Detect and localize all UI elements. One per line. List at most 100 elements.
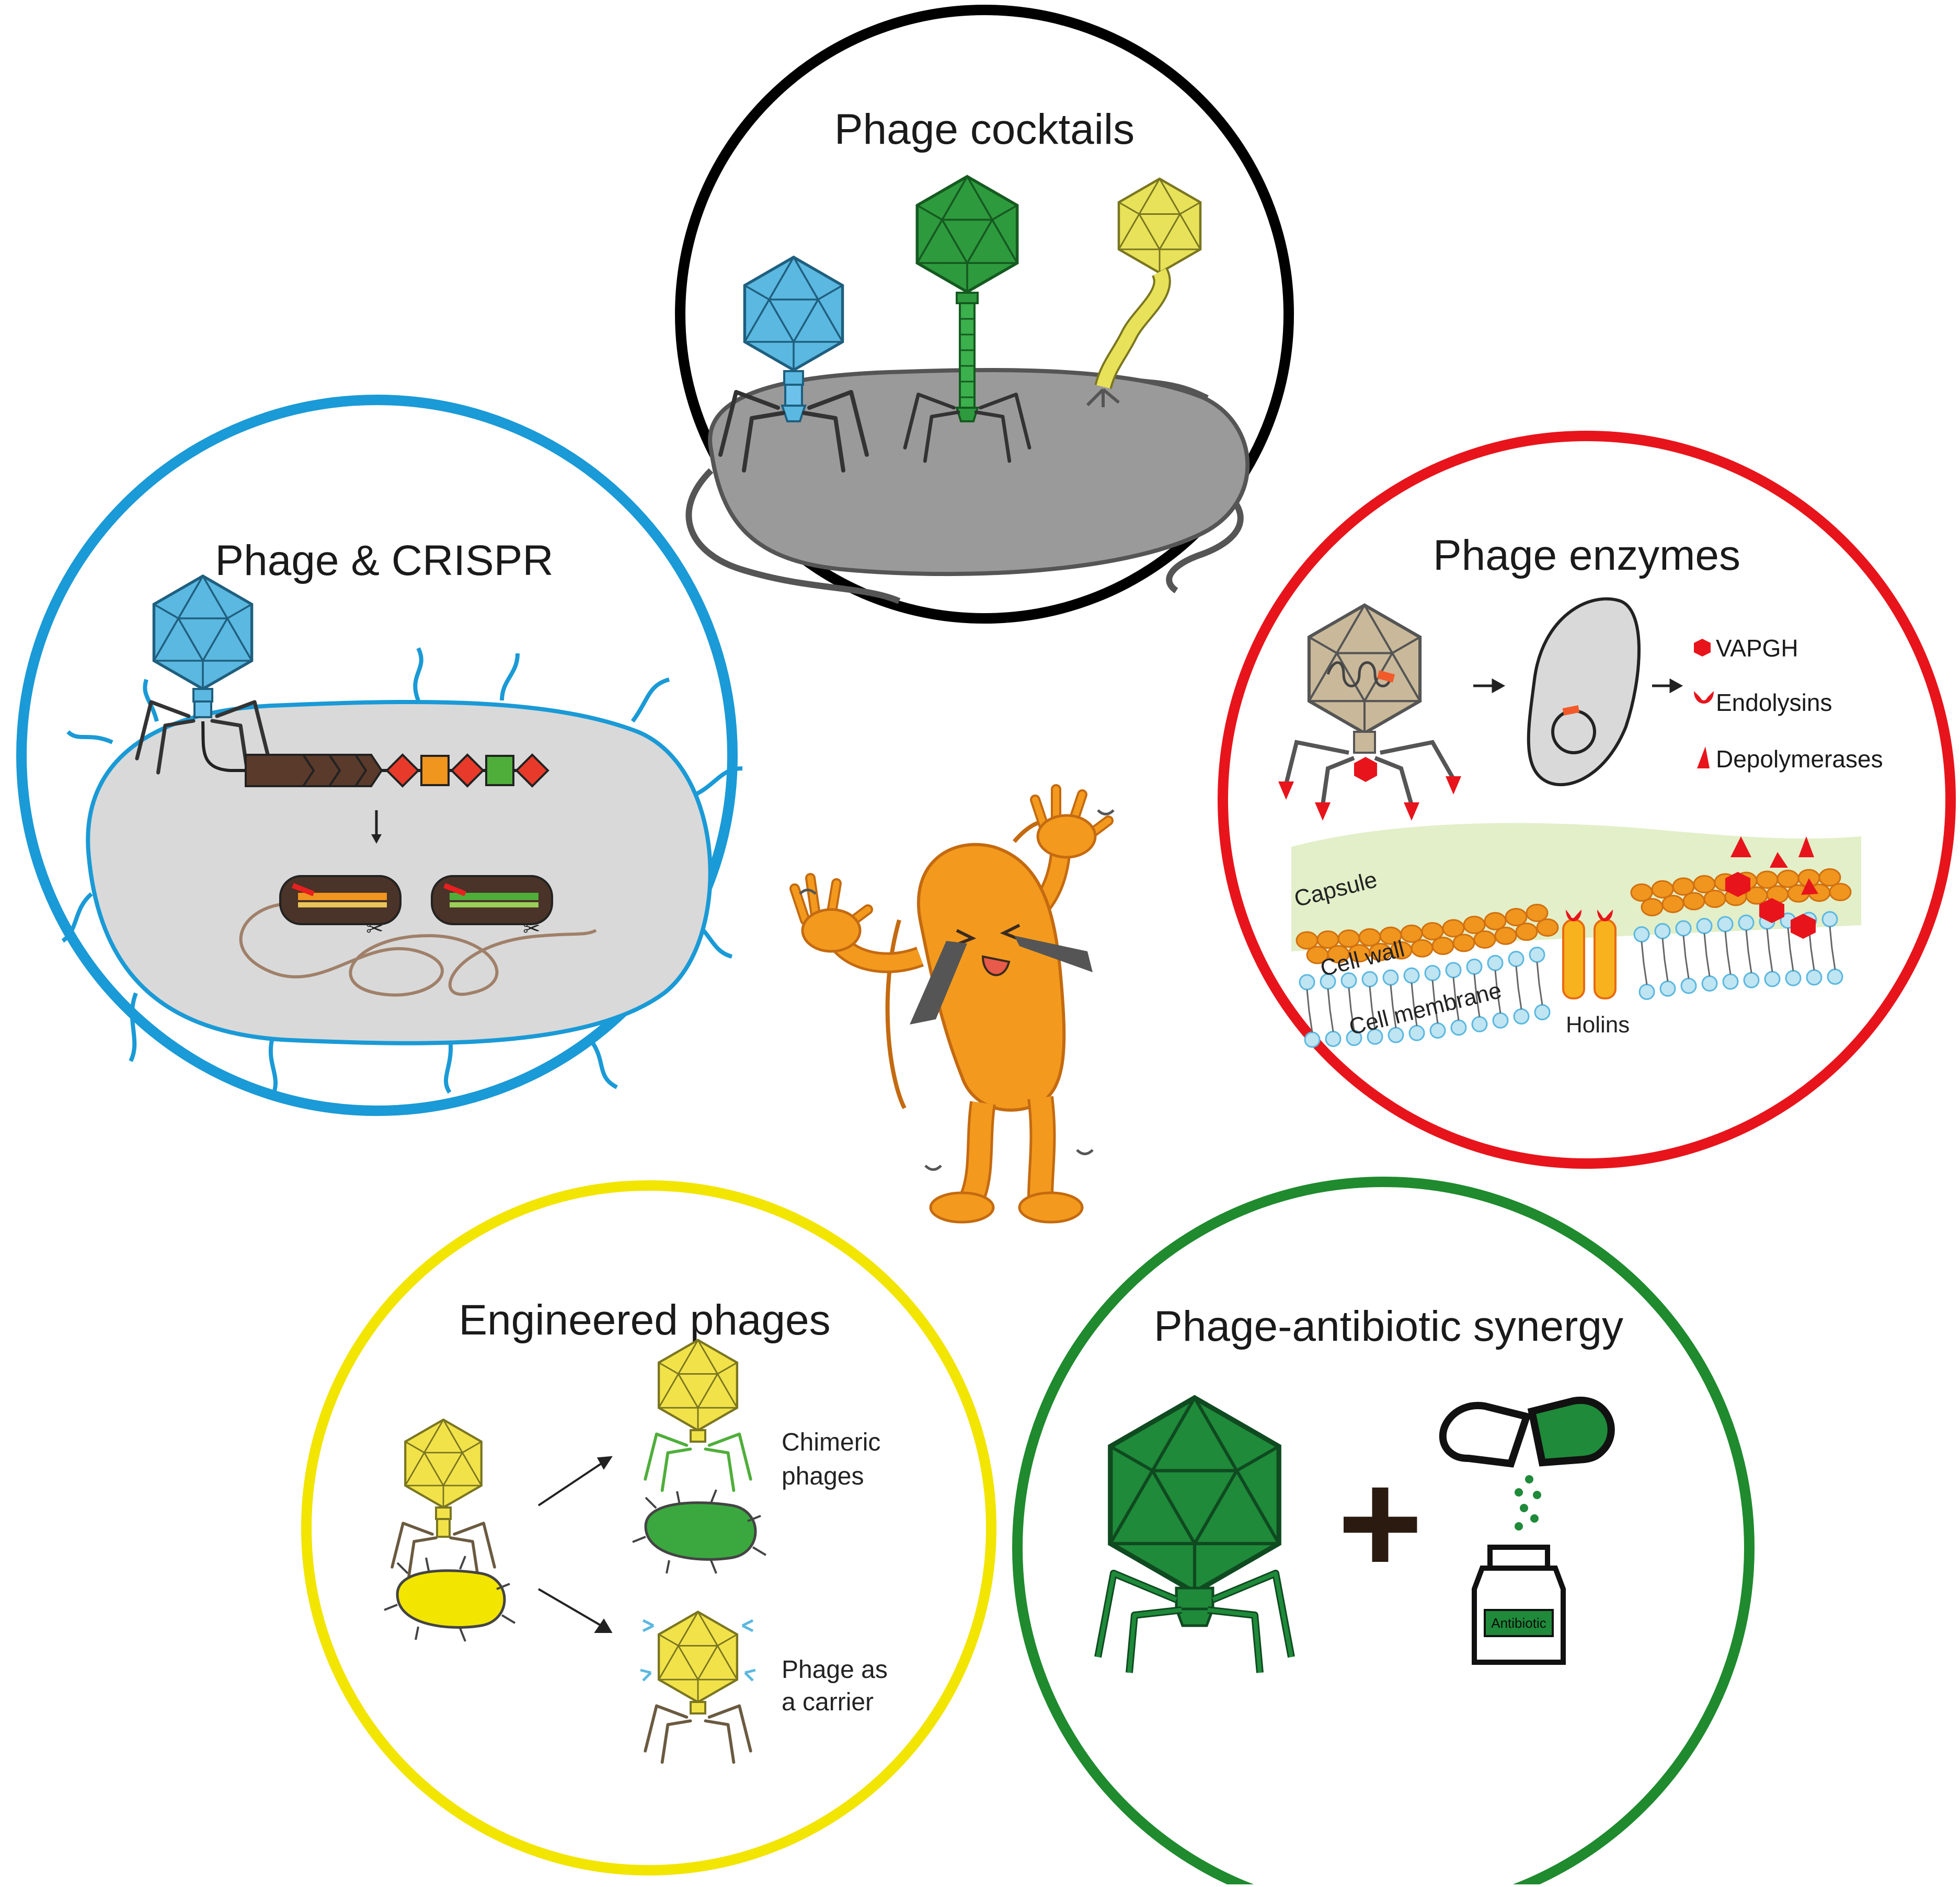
lipid-head — [1821, 911, 1838, 928]
capsule-layer — [1291, 823, 1861, 951]
lipid-tail — [1661, 938, 1669, 982]
panel-engineered-phages: Engineered phages — [301, 1180, 996, 1876]
lipid-head — [1304, 1031, 1321, 1048]
lipid-tail — [1327, 988, 1334, 1032]
cocktails-title: Phage cocktails — [834, 106, 1134, 153]
lipid-head — [1534, 1004, 1551, 1020]
lipid-tail — [1515, 966, 1522, 1009]
lipid-head — [1827, 969, 1843, 985]
peptidoglycan-bead — [1526, 903, 1549, 922]
bacterium-yellow — [384, 1556, 516, 1642]
lipid-head — [1299, 974, 1315, 991]
panel-phage-antibiotic-synergy: Phage-antibiotic synergy + — [1012, 1177, 1755, 1887]
cell-pili — [61, 647, 743, 1099]
lipid-head — [1429, 1022, 1446, 1039]
lipid-head — [1717, 916, 1734, 933]
lipid-head — [1696, 918, 1713, 935]
lipid-head — [1382, 969, 1399, 986]
vapgh-icon — [1694, 639, 1711, 657]
peptidoglycan-bead — [1484, 912, 1507, 930]
lipid-head — [1450, 1019, 1467, 1036]
endolysin-icon — [1694, 691, 1714, 704]
phage-dna — [239, 903, 597, 997]
antibiotic-bottle-icon: Antibiotic — [1472, 1545, 1566, 1665]
lipid-head — [1633, 926, 1650, 942]
peptidoglycan-bead — [1505, 908, 1528, 927]
enzymes-title: Phage enzymes — [1433, 532, 1740, 579]
label-chimeric-1: Chimeric — [782, 1429, 880, 1456]
lipid-head — [1408, 1025, 1425, 1041]
lipid-head — [1701, 975, 1718, 992]
lipid-tail — [1452, 977, 1460, 1021]
peptidoglycan-bead — [1661, 894, 1684, 913]
lipid-head — [1654, 923, 1671, 939]
scared-bacterium-mascot — [789, 784, 1115, 1224]
lipid-head — [1471, 1016, 1488, 1032]
label-carrier-1: Phage as — [782, 1656, 888, 1684]
lipid-tail — [1306, 989, 1313, 1033]
lipid-head — [1738, 914, 1755, 931]
phage-yellow-left — [392, 1420, 495, 1578]
svg-text:✂: ✂ — [523, 917, 541, 940]
legend-endolysins: Endolysins — [1716, 689, 1832, 716]
synergy-ring — [1012, 1177, 1755, 1887]
arrows — [537, 1456, 613, 1633]
lipid-head — [1492, 1012, 1509, 1029]
arrows — [1473, 678, 1683, 694]
lipid-tail — [1411, 983, 1418, 1026]
flagellum — [685, 468, 901, 604]
lipid-tail — [1348, 987, 1355, 1031]
engineered-title: Engineered phages — [459, 1296, 830, 1344]
enzyme-legend: VAPGH Endolysins Depolymerases — [1694, 635, 1883, 773]
lipid-head — [1743, 972, 1760, 988]
peptidoglycan-bead — [1703, 890, 1726, 908]
label-carrier-2: a carrier — [782, 1688, 874, 1716]
enzyme-attack — [1725, 836, 1818, 939]
lipid-tail — [1766, 928, 1773, 972]
peptidoglycan-bead — [1473, 930, 1496, 949]
phage-tan — [1278, 605, 1461, 821]
panel-phage-enzymes: Phage enzymes — [1218, 431, 1956, 1169]
legend-vapgh: VAPGH — [1716, 635, 1798, 662]
plus-sign: + — [1337, 1442, 1423, 1605]
lipid-head — [1659, 980, 1676, 997]
peptidoglycan-bead — [1463, 915, 1486, 934]
holins — [1562, 910, 1617, 999]
lipid-head — [1529, 946, 1545, 963]
lipid-head — [1325, 1031, 1342, 1048]
depolymerase-icon — [1697, 746, 1710, 768]
arrow-down — [371, 810, 382, 844]
lipid-head — [1806, 969, 1823, 986]
peptidoglycan-bead — [1431, 937, 1454, 956]
phage-carrier — [640, 1612, 756, 1763]
phage-blue-crispr — [137, 576, 269, 773]
peptidoglycan-bead — [1682, 892, 1705, 911]
lipid-head — [1680, 977, 1697, 994]
lipid-head — [1638, 983, 1655, 1000]
cas-complex-orange: ✂ — [279, 875, 402, 940]
host-cell — [86, 699, 713, 1045]
lipid-head — [1445, 962, 1462, 979]
crispr-array — [245, 753, 549, 788]
lipid-head — [1513, 1008, 1530, 1025]
lipid-head — [1361, 971, 1378, 987]
bottle-label: Antibiotic — [1491, 1615, 1546, 1631]
phage-yellow — [1086, 179, 1200, 407]
infected-cell — [1527, 597, 1641, 787]
lipid-head — [1403, 967, 1420, 984]
lipid-tail — [1682, 935, 1690, 979]
bacterium-body — [708, 367, 1250, 577]
lipid-tail — [1641, 941, 1648, 985]
peptidoglycan-bead — [1515, 923, 1538, 941]
peptidoglycan-bead — [1411, 939, 1434, 958]
lipid-tail — [1787, 928, 1794, 971]
lipid-head — [1424, 965, 1441, 982]
lipid-tail — [1703, 933, 1711, 976]
lipid-tail — [1724, 931, 1732, 975]
lipid-tail — [1431, 980, 1439, 1023]
phage-chimeric — [645, 1340, 751, 1491]
lipid-head — [1675, 920, 1692, 937]
phage-green-large — [1094, 1398, 1295, 1673]
